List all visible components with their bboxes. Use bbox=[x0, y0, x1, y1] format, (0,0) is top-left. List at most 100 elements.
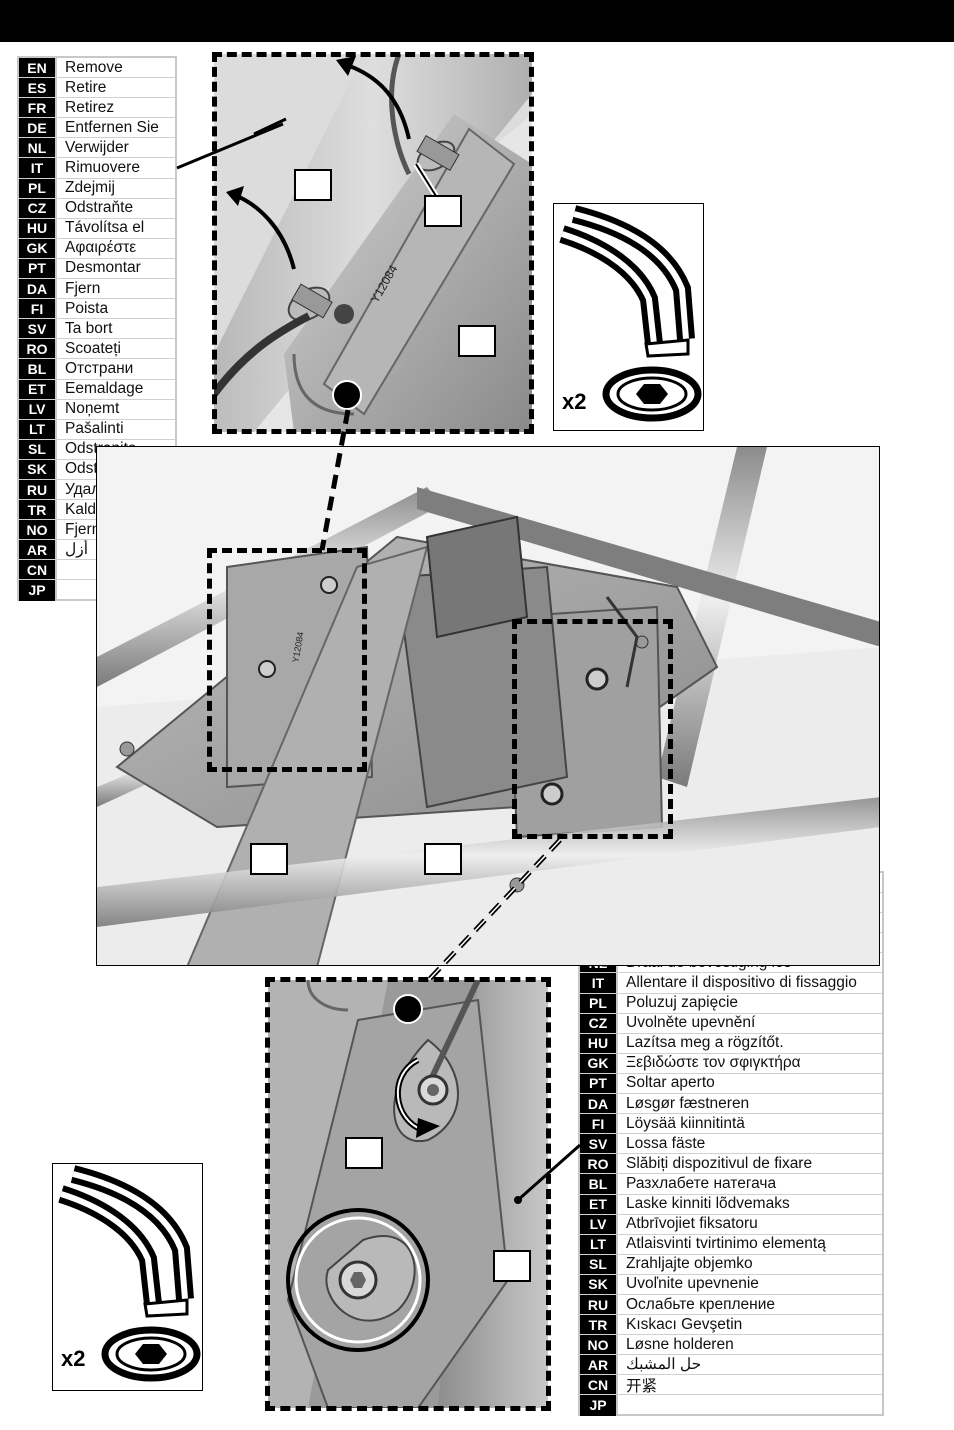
instruction-text: Desmontar bbox=[55, 258, 175, 279]
callout-box bbox=[424, 195, 462, 227]
language-code: LT bbox=[580, 1234, 616, 1254]
language-code: RU bbox=[580, 1294, 616, 1315]
remove-leader-line bbox=[176, 122, 284, 170]
instruction-text: 开紧 bbox=[616, 1375, 882, 1395]
instruction-text: Ξεβιδώστε τον σφιγκτήρα bbox=[616, 1053, 882, 1073]
main-assembly-photo: Y12084 bbox=[96, 446, 880, 966]
instruction-text: Ta bort bbox=[55, 319, 175, 339]
language-code: FR bbox=[19, 98, 55, 118]
language-code: ET bbox=[19, 379, 55, 399]
instruction-text: Retirez bbox=[55, 98, 175, 118]
language-code: LV bbox=[580, 1214, 616, 1234]
language-code: ES bbox=[19, 78, 55, 98]
instruction-text: Távolítsa el bbox=[55, 218, 175, 238]
hex-key-icon bbox=[58, 1165, 201, 1382]
header-bar bbox=[0, 0, 954, 42]
language-code: HU bbox=[19, 218, 55, 238]
language-code: SL bbox=[19, 439, 55, 459]
language-row: JP bbox=[580, 1395, 882, 1416]
language-code: RO bbox=[19, 339, 55, 359]
instruction-text: Fjern bbox=[55, 279, 175, 299]
language-code: JP bbox=[580, 1395, 616, 1416]
hex-key-tool-panel-bottom: x2 bbox=[52, 1163, 203, 1391]
language-code: PL bbox=[580, 993, 616, 1013]
instruction-text: Noņemt bbox=[55, 399, 175, 419]
language-code: BL bbox=[580, 1174, 616, 1194]
instruction-text: Zrahljajte objemko bbox=[616, 1254, 882, 1274]
language-code: LV bbox=[19, 399, 55, 419]
instruction-text: Ослабьте крепление bbox=[616, 1294, 882, 1315]
bottom-detail-photo bbox=[268, 980, 548, 1408]
instruction-text: Kaldır bbox=[55, 500, 175, 520]
instruction-text bbox=[55, 580, 175, 601]
language-code: DE bbox=[19, 118, 55, 138]
language-code: JP bbox=[19, 580, 55, 601]
instruction-text: Entfernen Sie bbox=[55, 118, 175, 138]
hex-key-tool-panel-top: x2 bbox=[553, 203, 704, 431]
instruction-text: Atlaisvinti tvirtinimo elementą bbox=[616, 1234, 882, 1254]
instruction-text: Soltar aperto bbox=[616, 1073, 882, 1094]
language-code: IT bbox=[19, 158, 55, 178]
instruction-text: Lazítsa meg a rögzítőt. bbox=[616, 1033, 882, 1053]
language-code: BL bbox=[19, 359, 55, 379]
language-code: CN bbox=[580, 1375, 616, 1395]
instruction-text: Verwijder bbox=[55, 138, 175, 158]
instruction-text: Zdejmij bbox=[55, 178, 175, 198]
instruction-text: Fjern bbox=[55, 520, 175, 540]
instruction-text: أزل bbox=[55, 540, 175, 560]
language-code: SV bbox=[580, 1134, 616, 1154]
language-code: DA bbox=[19, 279, 55, 299]
language-code: EN bbox=[19, 58, 55, 78]
language-code: SV bbox=[19, 319, 55, 339]
language-code: NO bbox=[580, 1335, 616, 1355]
instruction-text: Løsgør fæstneren bbox=[616, 1094, 882, 1114]
instruction-text: Разхлабете натегача bbox=[616, 1174, 882, 1194]
instruction-text: Poista bbox=[55, 299, 175, 319]
instruction-text: Uvolněte upevnění bbox=[616, 1013, 882, 1033]
language-code: NL bbox=[19, 138, 55, 158]
language-code: GK bbox=[580, 1053, 616, 1073]
callout-box bbox=[493, 1250, 531, 1282]
language-code: SL bbox=[580, 1254, 616, 1274]
instruction-text: Poluzuj zapięcie bbox=[616, 993, 882, 1013]
language-code: IT bbox=[580, 973, 616, 993]
callout-box bbox=[458, 325, 496, 357]
language-code: AR bbox=[19, 540, 55, 560]
language-code: ET bbox=[580, 1194, 616, 1214]
instruction-text: Отстрани bbox=[55, 359, 175, 379]
instruction-text: Pašalinti bbox=[55, 419, 175, 439]
language-code: LT bbox=[19, 419, 55, 439]
language-code: TR bbox=[19, 500, 55, 520]
language-code: PL bbox=[19, 178, 55, 198]
language-code: CZ bbox=[580, 1013, 616, 1033]
instruction-text: Eemaldage bbox=[55, 379, 175, 399]
instruction-text bbox=[616, 1395, 882, 1416]
connector-dot bbox=[393, 994, 423, 1024]
hex-key-icon bbox=[559, 205, 702, 422]
